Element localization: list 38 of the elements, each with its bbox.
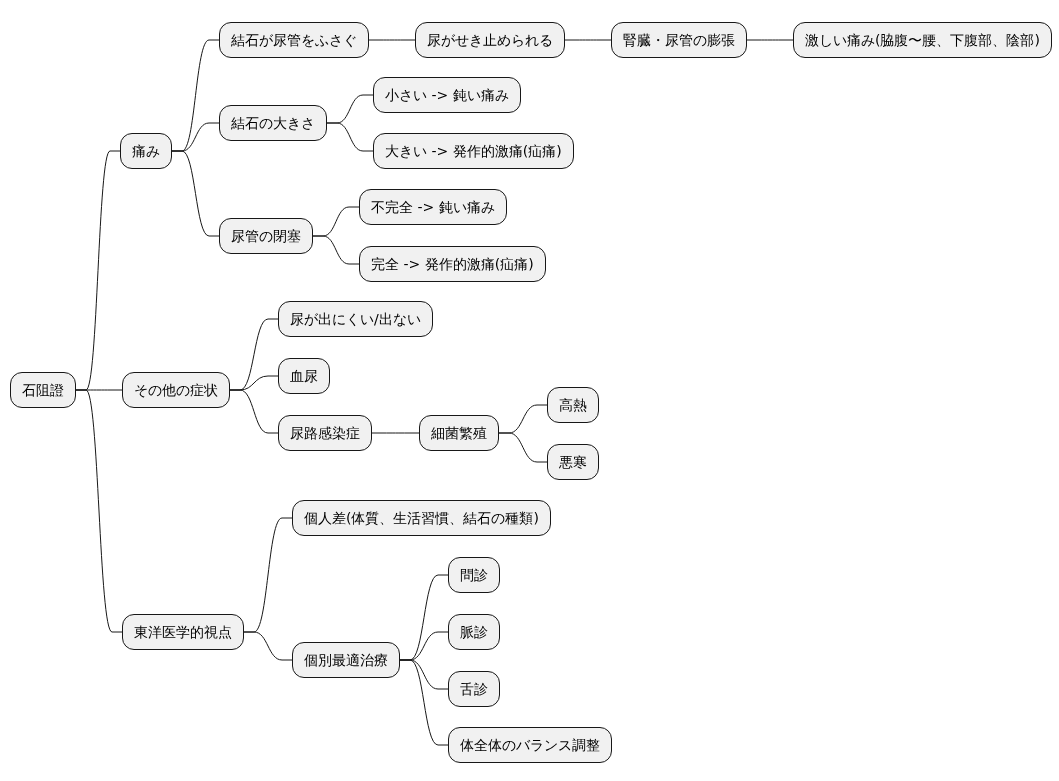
- topic-box: 細菌繁殖: [419, 415, 499, 451]
- topic-box: 尿がせき止められる: [415, 22, 565, 58]
- topic-box: 個人差(体質、生活習慣、結石の種類): [292, 500, 551, 536]
- connector-line: [229, 389, 279, 434]
- topic-box: 脈診: [448, 614, 500, 650]
- topic-box: 完全 -> 発作的激痛(疝痛): [359, 246, 546, 282]
- topic-box: その他の症状: [122, 372, 230, 408]
- connector-line: [399, 659, 449, 746]
- topic-box: 不完全 -> 鈍い痛み: [359, 189, 507, 225]
- topic-box: 個別最適治療: [292, 642, 400, 678]
- connector-line: [371, 432, 420, 434]
- topic-box: 東洋医学的視点: [122, 614, 244, 650]
- topic-box: 尿管の閉塞: [219, 218, 313, 254]
- topic-box: 大きい -> 発作的激痛(疝痛): [373, 133, 574, 169]
- topic-box: 舌診: [448, 671, 500, 707]
- connector-line: [312, 235, 360, 265]
- topic-box: 体全体のバランス調整: [448, 727, 612, 763]
- topic-box: 高熱: [547, 387, 599, 423]
- connector-line: [326, 122, 374, 152]
- connector-line: [368, 39, 416, 41]
- topic-box: 結石が尿管をふさぐ: [219, 22, 369, 58]
- connector-line: [243, 631, 293, 661]
- connector-line: [498, 432, 548, 463]
- connector-line: [171, 150, 220, 237]
- topic-box: 問診: [448, 557, 500, 593]
- topic-box: 痛み: [120, 133, 172, 169]
- connector-line: [75, 389, 123, 633]
- topic-box: 腎臓・尿管の膨張: [611, 22, 747, 58]
- topic-box: 結石の大きさ: [219, 105, 327, 141]
- topic-box: 血尿: [278, 358, 330, 394]
- topic-box: 石阻證: [10, 372, 76, 408]
- connector-line: [564, 39, 612, 41]
- topic-box: 悪寒: [547, 444, 599, 480]
- topic-box: 激しい痛み(脇腹〜腰、下腹部、陰部): [793, 22, 1052, 58]
- topic-box: 尿が出にくい/出ない: [278, 301, 433, 337]
- connector-line: [746, 39, 794, 41]
- topic-box: 小さい -> 鈍い痛み: [373, 77, 521, 113]
- topic-box: 尿路感染症: [278, 415, 372, 451]
